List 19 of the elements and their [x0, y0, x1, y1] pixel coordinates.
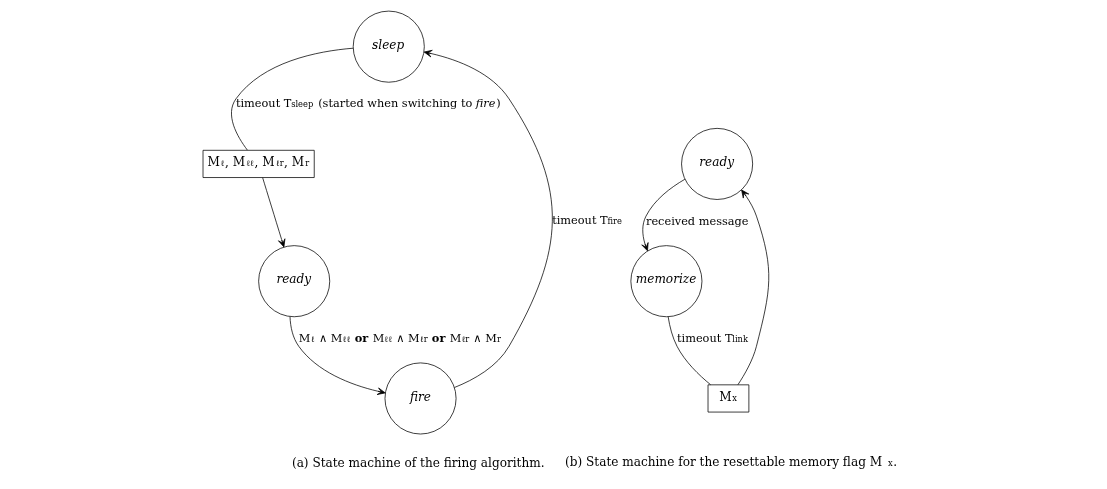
node-circle: memorize [630, 245, 703, 318]
node-circle: ready [258, 245, 331, 318]
edge-label: received message [645, 214, 749, 229]
arrow [641, 178, 686, 252]
arrow [423, 49, 553, 388]
edge-label: timeout Tlink [677, 330, 748, 345]
edge-label: timeout Tfire [552, 213, 622, 228]
edge-label: Mℓ ∧ Mℓℓ or Mℓℓ ∧ Mℓr or Mℓr ∧ Mr [298, 330, 501, 345]
connector [667, 316, 711, 386]
node-box: Mx [707, 384, 750, 413]
edge-label: timeout Tsleep (started when switching to fire) [235, 96, 501, 111]
arrow [289, 316, 386, 395]
node-circle: fire [384, 362, 457, 435]
connector [231, 47, 354, 151]
arrow [262, 177, 286, 248]
node-box: Mℓ, Mℓℓ, Mℓr, Mr [202, 149, 315, 178]
arrow [737, 189, 770, 386]
node-circle: sleep [352, 10, 425, 83]
label: (a) State machine of the firing algorithm. [291, 456, 545, 471]
